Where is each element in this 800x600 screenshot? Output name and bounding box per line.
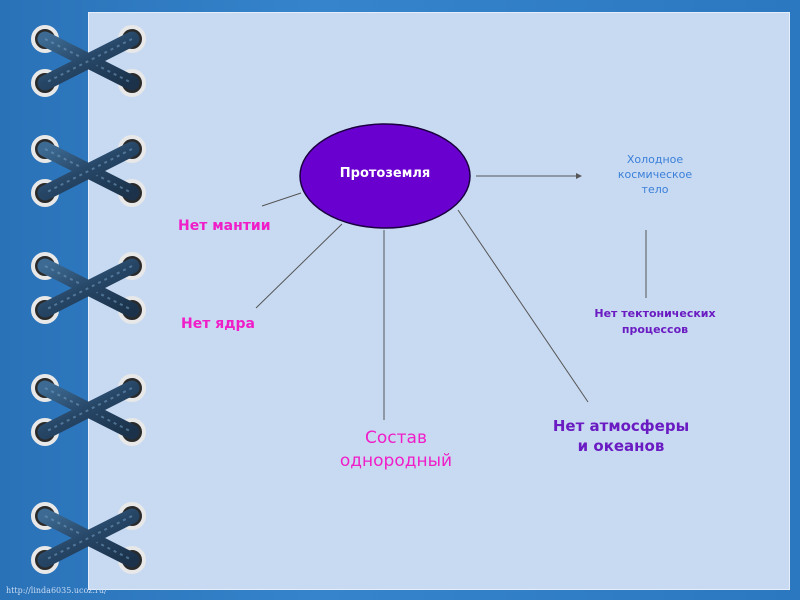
lace-cross-2 xyxy=(31,135,146,207)
no-core-label: Нет ядра xyxy=(181,316,255,332)
center-node-label: Протоземля xyxy=(339,166,431,181)
lace-cross-4 xyxy=(31,374,146,446)
source-url: http://linda6035.ucoz.ru/ xyxy=(6,586,107,595)
cold-body-line-2: космическое xyxy=(617,168,693,181)
connector-to-atmosphere xyxy=(457,209,589,403)
tectonic-line-2: процессов xyxy=(621,323,689,336)
center-node xyxy=(299,123,471,229)
connector-to-core xyxy=(255,223,343,309)
notebook-page xyxy=(88,12,790,590)
no-atmosphere-line-1: Нет атмосферы xyxy=(552,417,690,435)
no-atmosphere-label: Нет атмосферы и океанов xyxy=(536,416,706,456)
composition-label: Состав однородный xyxy=(316,427,476,473)
composition-line-2: однородный xyxy=(339,451,453,471)
lace-cross-3 xyxy=(31,252,146,324)
arrow-head-icon xyxy=(576,173,582,179)
cold-body-line-1: Холодное xyxy=(626,153,684,166)
lace-cross-5 xyxy=(31,502,146,574)
spiral-binding xyxy=(31,25,146,574)
cold-body-line-3: тело xyxy=(641,183,669,196)
no-mantle-label: Нет мантии xyxy=(178,218,271,234)
no-atmosphere-line-2: и океанов xyxy=(577,437,665,455)
lace-cross-1 xyxy=(31,25,146,97)
tectonic-label: Нет тектонических процессов xyxy=(585,306,725,338)
connector-to-mantle xyxy=(261,192,302,207)
cold-body-label: Холодное космическое тело xyxy=(590,152,720,197)
composition-line-1: Состав xyxy=(365,428,427,448)
tectonic-line-1: Нет тектонических xyxy=(594,307,716,320)
